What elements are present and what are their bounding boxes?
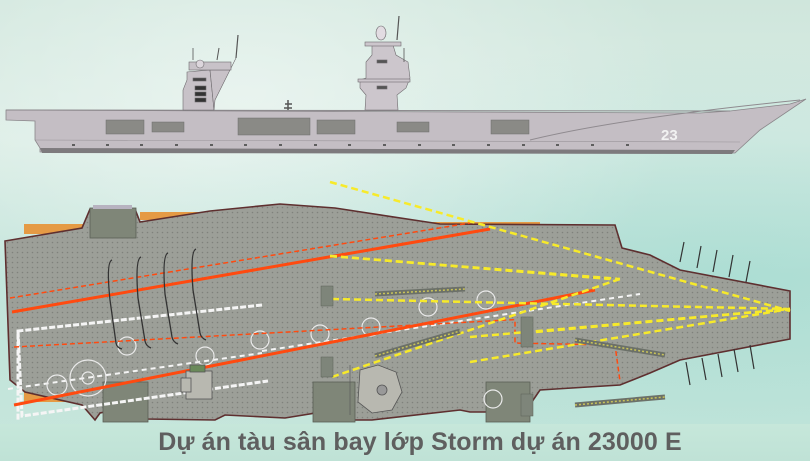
carrier-drawing: 23 bbox=[4, 15, 807, 423]
aft-island bbox=[182, 34, 239, 111]
hull-number: 23 bbox=[661, 127, 678, 144]
forward-island bbox=[357, 15, 411, 111]
side-profile-view: 23 bbox=[5, 15, 807, 154]
catapult-track-markings bbox=[329, 180, 791, 379]
arrestor-wires bbox=[107, 248, 207, 350]
aircraft-icon bbox=[284, 100, 292, 110]
figure-caption-bar: Dự án tàu sân bay lớp Storm dự án 23000 … bbox=[0, 424, 810, 461]
figure-caption: Dự án tàu sân bay lớp Storm dự án 23000 … bbox=[158, 428, 682, 456]
bow-antennas bbox=[679, 241, 755, 386]
flight-deck-plan-view bbox=[4, 180, 791, 423]
island-footprints bbox=[180, 364, 403, 415]
landing-line-markings bbox=[9, 222, 621, 407]
